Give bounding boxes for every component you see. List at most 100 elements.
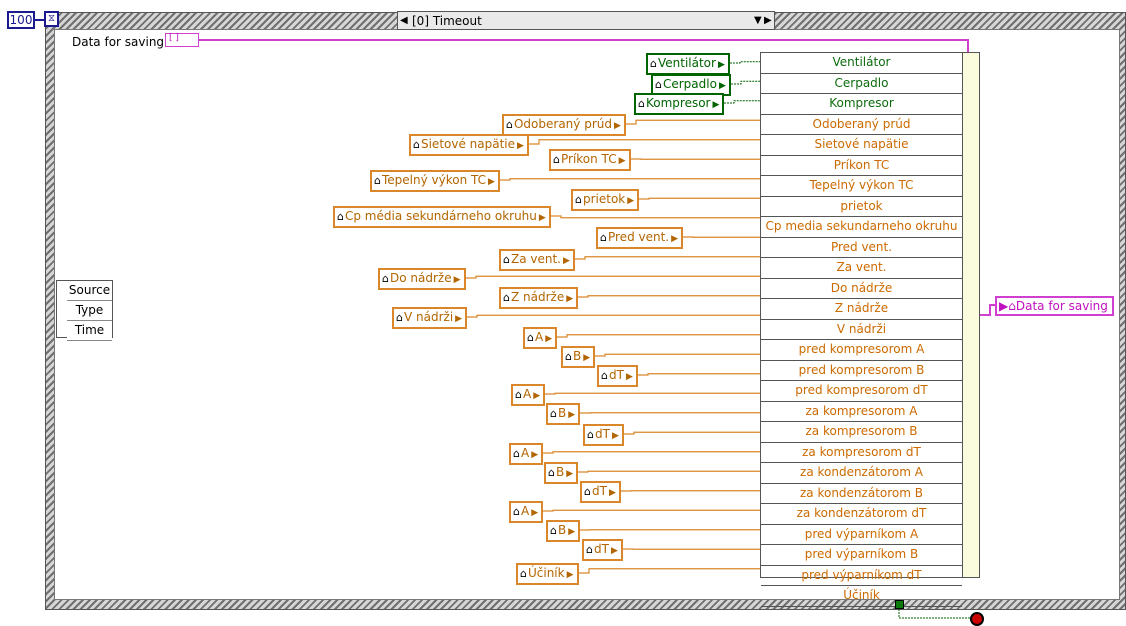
bundle-element[interactable]: Cp media sekundarneho okruhu: [761, 217, 962, 238]
indicator-node[interactable]: ⌂Sietové napätie▶: [409, 134, 529, 156]
bundle-element[interactable]: Pred vent.: [761, 238, 962, 258]
bundle-element[interactable]: pred výparníkom B: [761, 545, 962, 566]
terminal-arrow-icon: ▶: [531, 508, 539, 518]
case-decrement-icon[interactable]: ◀: [400, 15, 408, 26]
terminal-arrow-icon: ▶: [671, 234, 679, 244]
event-case-selector[interactable]: ◀ [0] Timeout ▼ ▶: [397, 11, 775, 30]
bundle-element[interactable]: za kondenzátorom A: [761, 463, 962, 484]
indicator-node[interactable]: ⌂dT▶: [597, 365, 638, 387]
bundle-element[interactable]: za kondenzátorom B: [761, 484, 962, 504]
indicator-node[interactable]: ⌂A▶: [523, 327, 558, 349]
stop-button-icon[interactable]: [970, 612, 984, 626]
terminal-arrow-icon: ▶: [608, 488, 616, 498]
wire: [529, 139, 760, 145]
terminal-arrow-icon: ▶: [488, 177, 495, 187]
indicator-node[interactable]: ⌂Za vent.▶: [499, 249, 575, 271]
wire: [595, 353, 760, 357]
node-label: Za vent.: [510, 252, 561, 266]
terminal-arrow-icon: ▶: [583, 353, 591, 363]
bundle-element[interactable]: pred kompresorom A: [761, 340, 962, 361]
indicator-node[interactable]: ⌂Ventilátor▶: [646, 53, 730, 75]
house-icon: ⌂: [548, 466, 555, 479]
node-label: A: [522, 387, 532, 401]
case-dropdown-icon[interactable]: ▼: [754, 15, 762, 26]
bundle-element[interactable]: V nádrži: [761, 320, 962, 340]
wire: [500, 178, 760, 181]
house-icon: ⌂: [638, 97, 645, 110]
event-data-item[interactable]: Source: [67, 281, 112, 301]
indicator-node[interactable]: ⌂prietok▶: [571, 189, 640, 211]
bundle-element[interactable]: Sietové napätie: [761, 135, 962, 156]
indicator-node[interactable]: ⌂Pred vent.▶: [596, 227, 684, 249]
bundle-element[interactable]: Tepelný výkon TC: [761, 176, 962, 197]
indicator-node[interactable]: ⌂A▶: [509, 501, 544, 523]
indicator-node[interactable]: ⌂dT▶: [580, 481, 621, 503]
wire: [724, 100, 760, 104]
indicator-node[interactable]: ⌂dT▶: [582, 539, 623, 561]
wire: [543, 451, 760, 454]
bundle-element[interactable]: Príkon TC: [761, 156, 962, 176]
timeout-terminal-icon[interactable]: ⧖: [44, 11, 59, 27]
terminal-arrow-icon: ▶: [453, 275, 461, 285]
event-data-item[interactable]: Type: [67, 301, 112, 321]
indicator-node[interactable]: ⌂V nádrži▶: [392, 307, 468, 329]
house-icon: ⌂: [513, 447, 520, 460]
indicator-node[interactable]: ⌂Cp média sekundárneho okruhu▶: [333, 206, 551, 228]
house-icon: ⌂: [565, 350, 572, 363]
node-label: Cerpadlo: [662, 77, 717, 91]
bundle-element[interactable]: Do nádrže: [761, 279, 962, 299]
bundle-element[interactable]: za kompresorom A: [761, 402, 962, 422]
loop-count-constant[interactable]: 100: [7, 11, 35, 29]
bundle-element[interactable]: prietok: [761, 197, 962, 217]
terminal-arrow-icon: ▶: [618, 156, 626, 166]
indicator-node[interactable]: ⌂B▶: [561, 346, 596, 368]
bundle-element[interactable]: za kondenzátorom dT: [761, 504, 962, 525]
bundle-element[interactable]: Kompresor: [761, 94, 962, 115]
node-label: Účiník: [527, 566, 565, 580]
indicator-node[interactable]: ⌂Do nádrže▶: [378, 268, 466, 290]
bundle-element[interactable]: pred kompresorom B: [761, 361, 962, 381]
bundle-element[interactable]: Ventilátor: [761, 53, 962, 74]
case-increment-icon[interactable]: ▶: [764, 15, 772, 26]
bundle-element[interactable]: Za vent.: [761, 258, 962, 279]
bundle-element[interactable]: Cerpadlo: [761, 74, 962, 94]
indicator-node[interactable]: ⌂A▶: [509, 443, 544, 465]
house-icon: ⌂: [413, 138, 420, 151]
indicator-node[interactable]: ⌂Kompresor▶: [634, 93, 725, 115]
output-data-for-saving[interactable]: ▶⌂Data for saving: [995, 296, 1114, 316]
indicator-node[interactable]: ⌂Odoberaný prúd▶: [502, 114, 626, 136]
node-label: A: [534, 330, 544, 344]
output-label: Data for saving: [1015, 299, 1108, 313]
indicator-node[interactable]: ⌂Tepelný výkon TC▶: [370, 170, 500, 192]
node-label: A: [520, 504, 530, 518]
bundle-element[interactable]: za kompresorom B: [761, 422, 962, 443]
data-for-saving-cluster[interactable]: [ ]: [165, 33, 199, 47]
indicator-node[interactable]: ⌂Cerpadlo▶: [651, 74, 731, 96]
bundle-element[interactable]: za kompresorom dT: [761, 443, 962, 463]
bundle-element[interactable]: Odoberaný prúd: [761, 115, 962, 135]
bundle-element[interactable]: pred výparníkom A: [761, 525, 962, 545]
indicator-node[interactable]: ⌂B▶: [544, 462, 579, 484]
bundle-element[interactable]: pred kompresorom dT: [761, 381, 962, 402]
indicator-node[interactable]: ⌂B▶: [546, 520, 581, 542]
indicator-node[interactable]: ⌂Z nádrže▶: [499, 287, 579, 309]
terminal-arrow-icon: ▶: [718, 81, 726, 91]
indicator-node[interactable]: ⌂dT▶: [583, 424, 624, 446]
house-icon: ⌂: [515, 388, 522, 401]
indicator-node[interactable]: ⌂Účiník▶: [516, 563, 579, 585]
bundle-element[interactable]: Účiník: [761, 586, 962, 607]
house-icon: ⌂: [520, 567, 527, 580]
indicator-node[interactable]: ⌂Príkon TC▶: [549, 149, 631, 171]
bundle-element[interactable]: Z nádrže: [761, 299, 962, 320]
indicator-node[interactable]: ⌂A▶: [511, 384, 546, 406]
event-data-item[interactable]: Time: [67, 321, 112, 341]
house-icon: ⌂: [527, 331, 534, 344]
indicator-node[interactable]: ⌂B▶: [546, 403, 581, 425]
terminal-arrow-icon: ▶: [531, 450, 539, 460]
terminal-arrow-icon: ▶: [566, 469, 574, 479]
node-label: Tepelný výkon TC: [381, 173, 487, 187]
house-icon: ⌂: [506, 118, 513, 131]
bundle-element[interactable]: pred výparníkom dT: [761, 566, 962, 586]
node-label: B: [572, 349, 582, 363]
